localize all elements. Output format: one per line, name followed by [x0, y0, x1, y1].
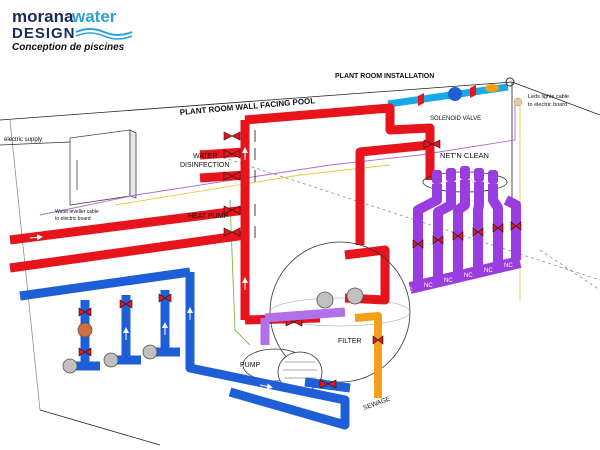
water-leveller-label-1: Water leveller cable	[55, 209, 99, 215]
blue-pipes	[19, 267, 351, 430]
nc-collector	[408, 256, 522, 294]
skimmer-fitting-icon-2	[103, 352, 119, 368]
water-leveller-cable	[39, 100, 516, 216]
net-n-clean-manifold: NC NC NC NC NC NC	[404, 166, 522, 294]
net-n-clean-label: NET'N CLEAN	[440, 151, 489, 160]
red-heat-pump-line-1	[9, 205, 246, 245]
sewage-valve-icon	[372, 335, 384, 345]
solenoid-valve-icon	[448, 87, 462, 101]
filter-pump-group	[242, 241, 411, 393]
multiport-valve-icon	[346, 287, 364, 305]
solenoid-valve-label: SOLENOID VALVE	[430, 116, 481, 122]
red-heat-pump-line-2	[9, 230, 246, 273]
filter-valve-icon	[316, 291, 334, 309]
wall-top-edge	[0, 81, 513, 121]
electric-board	[69, 129, 137, 206]
nc-label-6: NC	[504, 263, 513, 269]
red-valves	[223, 130, 441, 327]
brand-word-design: DESIGN	[12, 25, 76, 42]
filter-label: FILTER	[338, 338, 362, 345]
nc-label-2: NC	[424, 283, 433, 289]
pump-cable	[229, 199, 251, 346]
heat-pump-cable	[114, 164, 391, 206]
leds-label-2: to electric board	[528, 102, 567, 108]
valve-wheel-icon	[505, 77, 515, 87]
water-leveller-label-2: to electric board	[55, 216, 91, 222]
main-drain-fitting-icon	[142, 344, 158, 360]
blue-valves	[78, 293, 337, 389]
pressure-gauge-icon	[77, 322, 93, 338]
installation-title: PLANT ROOM INSTALLATION	[335, 73, 434, 80]
red-return-top	[355, 140, 431, 180]
blue-pump-inlet	[304, 377, 351, 393]
purple-pump-pipe	[264, 307, 346, 323]
valve-icon-2	[418, 93, 424, 106]
brand-logo: morana water DESIGN Conception de piscin…	[12, 7, 133, 53]
nc-label-4: NC	[464, 273, 473, 279]
electric-supply-line	[0, 141, 71, 146]
nc-label-1: NC	[404, 288, 413, 294]
red-arrows	[29, 108, 411, 290]
right-wall-top-edge	[511, 81, 600, 116]
blue-top-header	[19, 267, 191, 301]
nc-label-3: NC	[444, 278, 453, 284]
brand-word-water: water	[71, 7, 117, 26]
valve-icon	[470, 85, 476, 98]
floor-dash-line	[539, 249, 600, 291]
heat-pump-label: HEAT PUMP	[188, 213, 229, 220]
water-disinfection-label-2: DISINFECTION	[180, 162, 229, 169]
blue-main-return	[185, 272, 350, 430]
cyan-pipe	[387, 77, 515, 108]
water-disinfection-label-1: WATER	[193, 153, 218, 160]
brand-tagline: Conception de piscines	[12, 42, 125, 53]
sewage-pipe	[354, 312, 382, 398]
wave-logo-icon-2	[75, 32, 133, 40]
filter-cartridge-icon	[485, 84, 499, 92]
floor-perspective-line	[199, 149, 600, 281]
electric-supply-label: electric supply	[4, 137, 42, 143]
floor-left-edge	[39, 409, 161, 446]
pump-label: PUMP	[240, 362, 261, 369]
led-light-icon	[513, 97, 523, 107]
skimmer-fitting-icon	[62, 358, 78, 374]
brand-word-morana: morana	[12, 7, 74, 26]
nc-label-5: NC	[484, 268, 493, 274]
blue-arrows	[123, 307, 273, 390]
blue-suction-fittings	[62, 322, 158, 374]
leds-label-1: Leds lights cable	[528, 94, 569, 100]
wave-logo-icon	[75, 28, 133, 36]
